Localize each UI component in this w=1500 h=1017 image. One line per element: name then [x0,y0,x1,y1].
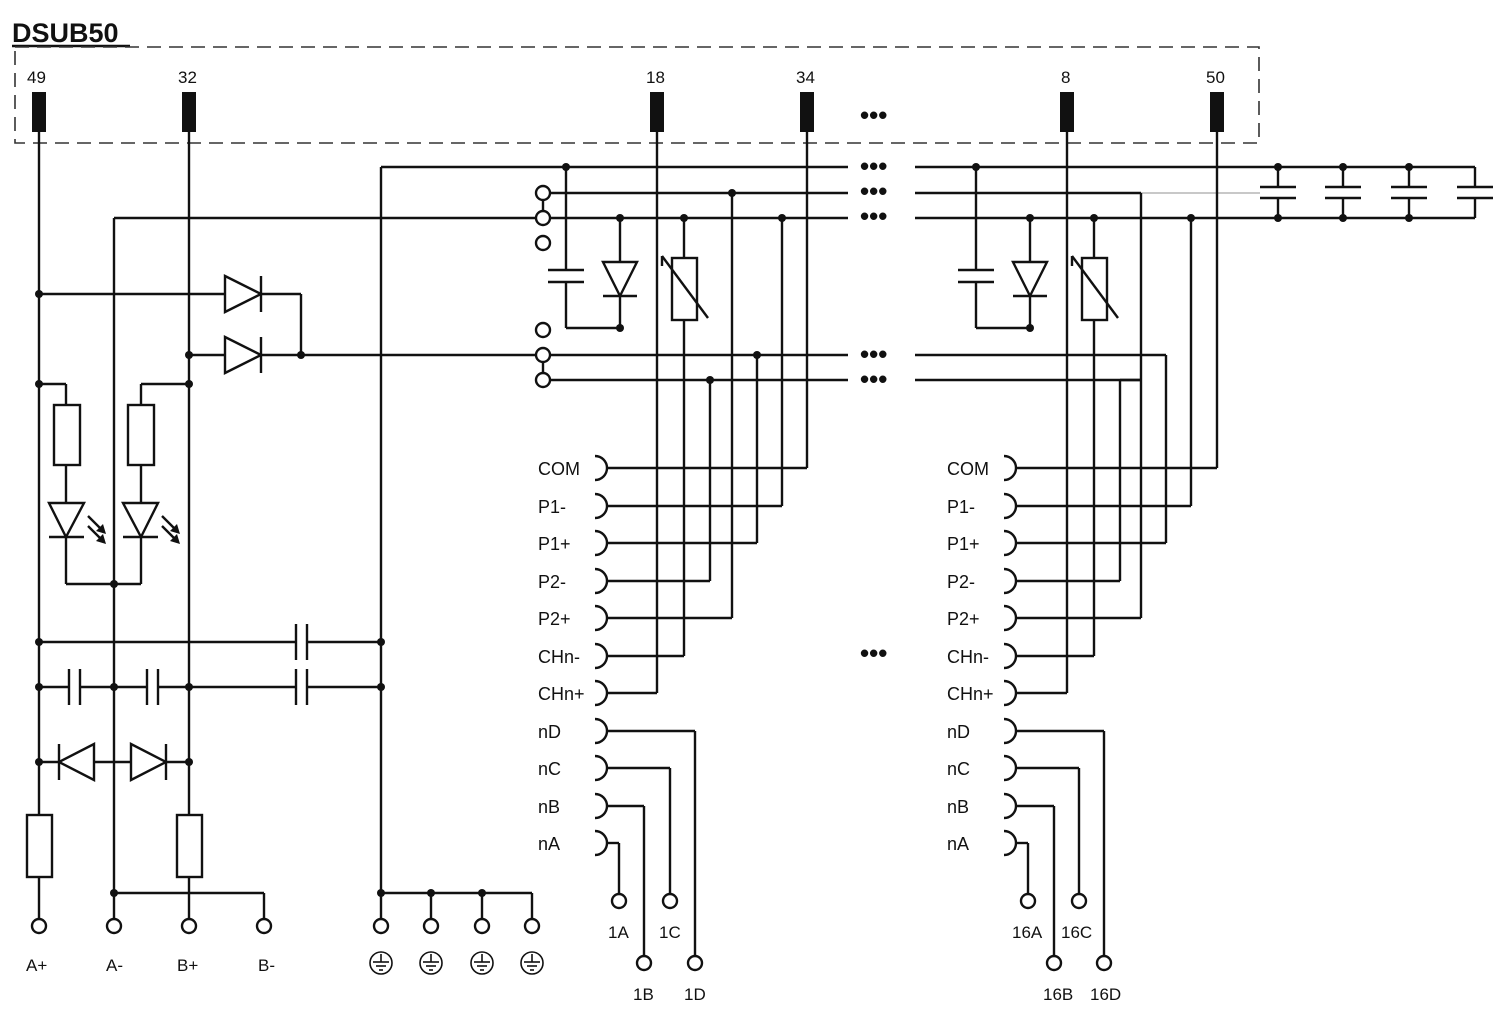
dsub-pins [32,92,1224,132]
signal-label: nB [947,797,969,817]
terminal-label-16c: 16C [1061,923,1092,942]
signal-label: P1+ [538,534,571,554]
ellipsis-marker: ••• [860,100,887,130]
pin-label-8: 8 [1061,68,1070,87]
channel-16-signal-labels: COM P1- P1+ P2- P2+ CHn- CHn+ nD nC nB n… [947,459,994,854]
bus-terminals [30,917,273,935]
terminal-label-16a: 16A [1012,923,1043,942]
pin-label-32: 32 [178,68,197,87]
ellipsis-marker: ••• [860,201,887,231]
signal-label: CHn- [538,647,580,667]
ground-icon [470,951,494,975]
signal-label: CHn+ [538,684,585,704]
terminal-label-16d: 16D [1090,985,1121,1004]
ellipsis-marker: ••• [860,364,887,394]
channel-1-section [534,132,848,972]
signal-label: P2+ [947,609,980,629]
channel-16-section [915,132,1493,972]
signal-label: P1+ [947,534,980,554]
ground-icon [419,951,443,975]
ground-icon [520,951,544,975]
terminal-label-1a: 1A [608,923,629,942]
pin-label-49: 49 [27,68,46,87]
signal-label: COM [538,459,580,479]
dsub-connector-outline [14,46,1260,144]
signal-label: nB [538,797,560,817]
terminal-label-1d: 1D [684,985,706,1004]
ground-icon [369,951,393,975]
pin-label-34: 34 [796,68,815,87]
ground-terminals [372,917,541,935]
ellipsis-marker: ••• [860,638,887,668]
capacitor-bank [1260,163,1493,222]
signal-label: CHn+ [947,684,994,704]
signal-label: COM [947,459,989,479]
channel-1-signal-labels: COM P1- P1+ P2- P2+ CHn- CHn+ nD nC nB n… [538,459,585,854]
signal-label: nC [538,759,561,779]
signal-label: nD [947,722,970,742]
pin-label-50: 50 [1206,68,1225,87]
signal-label: P2- [947,572,975,592]
signal-label: P2- [538,572,566,592]
diagram-title: DSUB50 [12,18,119,48]
signal-label: nC [947,759,970,779]
terminal-label-b-plus: B+ [177,956,198,975]
ellipsis-marker: ••• [860,339,887,369]
ellipsis-marker: ••• [860,176,887,206]
terminal-label-b-minus: B- [258,956,275,975]
signal-label: nD [538,722,561,742]
terminal-label-16b: 16B [1043,985,1073,1004]
pin-label-18: 18 [646,68,665,87]
terminal-label-1c: 1C [659,923,681,942]
bus-power-section [25,132,848,925]
ellipsis-marker: ••• [860,151,887,181]
signal-label: nA [947,834,969,854]
signal-label: P2+ [538,609,571,629]
signal-label: P1- [538,497,566,517]
signal-label: CHn- [947,647,989,667]
signal-label: nA [538,834,560,854]
signal-label: P1- [947,497,975,517]
terminal-label-1b: 1B [633,985,654,1004]
terminal-label-a-minus: A- [106,956,123,975]
terminal-label-a-plus: A+ [26,956,47,975]
